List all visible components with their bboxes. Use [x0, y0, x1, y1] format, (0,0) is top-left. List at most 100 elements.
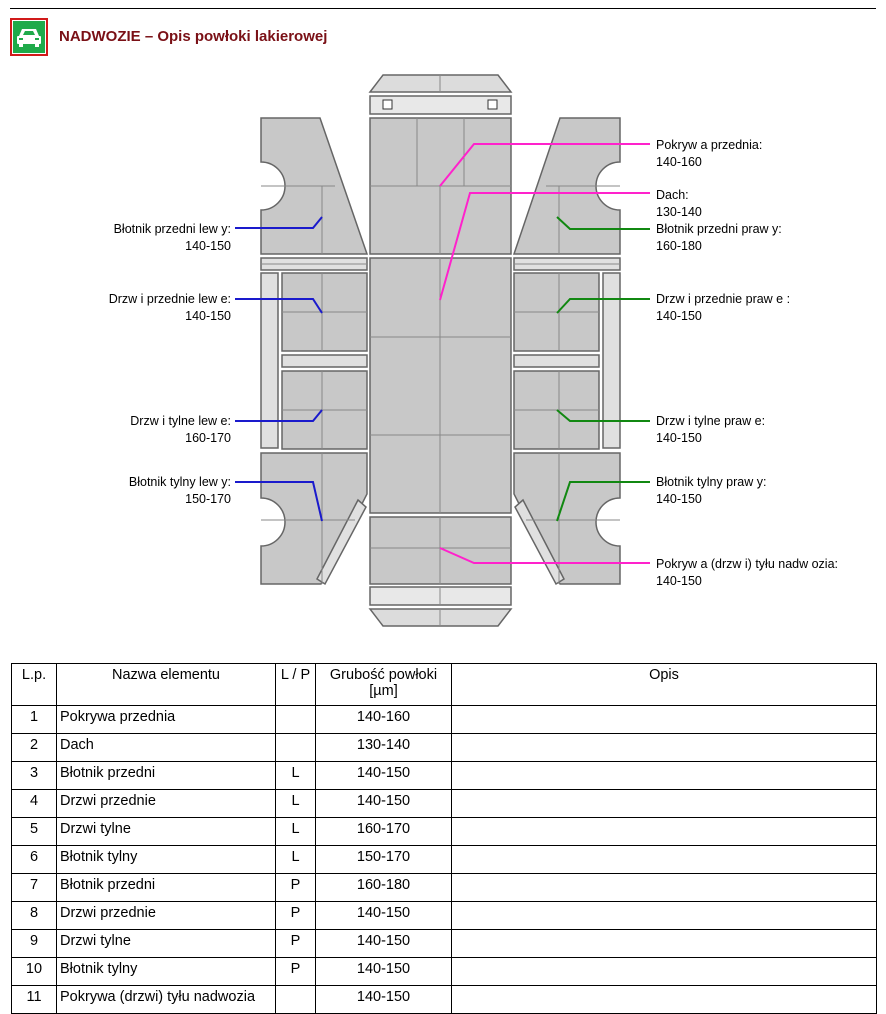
row-element-name: Dach	[56, 733, 276, 762]
callout-value: 140-150	[656, 492, 702, 506]
row-number: 3	[11, 761, 57, 790]
row-description	[451, 789, 877, 818]
row-thickness: 130-140	[315, 733, 452, 762]
row-element-name: Błotnik tylny	[56, 957, 276, 986]
row-number: 8	[11, 901, 57, 930]
callout-value: 160-180	[656, 239, 702, 253]
callout-value: 140-160	[656, 155, 702, 169]
row-side: P	[275, 873, 316, 902]
row-element-name: Błotnik przedni	[56, 873, 276, 902]
row-description	[451, 817, 877, 846]
table-header-row: L.p. Nazwa elementu L / P Grubość powłok…	[11, 663, 877, 706]
row-description	[451, 929, 877, 958]
row-side	[275, 705, 316, 734]
callout-tailgate: Pokryw a (drzw i) tyłu nadw ozia: 140-15…	[656, 556, 838, 590]
row-side: P	[275, 901, 316, 930]
row-thickness: 140-150	[315, 789, 452, 818]
callout-label: Dach:	[656, 188, 689, 202]
row-description	[451, 873, 877, 902]
callout-front-door-left: Drzw i przednie lew e: 140-150	[109, 291, 231, 325]
callout-rear-door-right: Drzw i tylne praw e: 140-150	[656, 413, 765, 447]
row-number: 6	[11, 845, 57, 874]
header-side: L / P	[275, 663, 316, 706]
row-description	[451, 957, 877, 986]
callout-front-fender-left: Błotnik przedni lew y: 140-150	[114, 221, 231, 255]
row-number: 1	[11, 705, 57, 734]
callout-roof: Dach: 130-140	[656, 187, 702, 221]
row-number: 5	[11, 817, 57, 846]
callout-label: Drzw i tylne praw e:	[656, 414, 766, 428]
row-element-name: Drzwi tylne	[56, 929, 276, 958]
row-number: 4	[11, 789, 57, 818]
callout-label: Drzw i tylne lew e:	[130, 414, 231, 428]
callout-value: 140-150	[656, 309, 702, 323]
callout-label: Pokryw a (drzw i) tyłu nadw ozia:	[656, 557, 839, 571]
callout-rear-fender-right: Błotnik tylny praw y: 140-150	[656, 474, 766, 508]
row-number: 9	[11, 929, 57, 958]
callout-label: Błotnik tylny praw y:	[656, 475, 767, 489]
row-number: 10	[11, 957, 57, 986]
row-side: L	[275, 761, 316, 790]
header-thickness: Grubość powłoki [µm]	[315, 663, 452, 706]
row-element-name: Drzwi przednie	[56, 789, 276, 818]
callout-hood: Pokryw a przednia: 140-160	[656, 137, 762, 171]
row-side: L	[275, 845, 316, 874]
callout-label: Drzw i przednie lew e:	[108, 292, 231, 306]
row-description	[451, 733, 877, 762]
header-name: Nazwa elementu	[56, 663, 276, 706]
row-thickness: 150-170	[315, 845, 452, 874]
row-thickness: 140-160	[315, 705, 452, 734]
row-side: P	[275, 957, 316, 986]
callout-front-fender-right: Błotnik przedni praw y: 160-180	[656, 221, 782, 255]
callout-label: Pokryw a przednia:	[656, 138, 763, 152]
row-side: L	[275, 789, 316, 818]
row-side: L	[275, 817, 316, 846]
paint-thickness-table: L.p. Nazwa elementu L / P Grubość powłok…	[11, 663, 877, 1014]
row-element-name: Błotnik przedni	[56, 761, 276, 790]
row-side	[275, 733, 316, 762]
row-element-name: Drzwi tylne	[56, 817, 276, 846]
callout-value: 140-150	[656, 574, 702, 588]
row-number: 7	[11, 873, 57, 902]
row-side: P	[275, 929, 316, 958]
row-thickness: 140-150	[315, 761, 452, 790]
car-body-diagram	[235, 74, 650, 627]
callout-rear-door-left: Drzw i tylne lew e: 160-170	[130, 413, 231, 447]
row-thickness: 140-150	[315, 957, 452, 986]
callout-value: 140-150	[185, 309, 231, 323]
row-thickness: 140-150	[315, 929, 452, 958]
row-description	[451, 901, 877, 930]
top-rule	[10, 8, 876, 9]
row-element-name: Błotnik tylny	[56, 845, 276, 874]
callout-label: Drzw i przednie praw e :	[656, 292, 791, 306]
row-element-name: Drzwi przednie	[56, 901, 276, 930]
row-thickness: 160-180	[315, 873, 452, 902]
callout-label: Błotnik przedni lew y:	[113, 222, 231, 236]
row-description	[451, 705, 877, 734]
callout-value: 160-170	[185, 431, 231, 445]
row-description	[451, 761, 877, 790]
row-number: 2	[11, 733, 57, 762]
car-icon	[10, 18, 48, 56]
row-thickness: 160-170	[315, 817, 452, 846]
callout-label: Błotnik przedni praw y:	[656, 222, 782, 236]
row-description	[451, 845, 877, 874]
header-desc: Opis	[451, 663, 877, 706]
callout-label: Błotnik tylny lew y:	[128, 475, 231, 489]
callout-rear-fender-left: Błotnik tylny lew y: 150-170	[129, 474, 231, 508]
callout-value: 140-150	[656, 431, 702, 445]
callout-front-door-right: Drzw i przednie praw e : 140-150	[656, 291, 790, 325]
row-element-name: Pokrywa przednia	[56, 705, 276, 734]
callout-value: 140-150	[185, 239, 231, 253]
callout-value: 150-170	[185, 492, 231, 506]
row-thickness: 140-150	[315, 901, 452, 930]
callout-value: 130-140	[656, 205, 702, 219]
